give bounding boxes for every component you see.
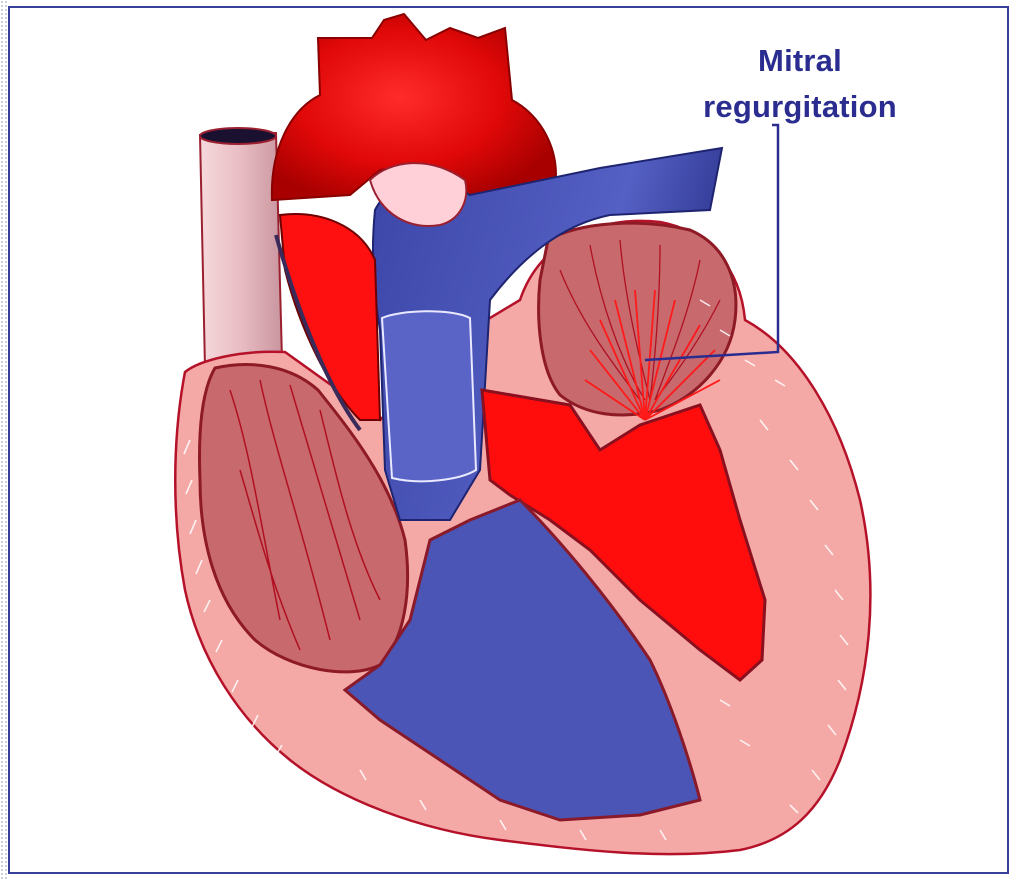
- label-line-2: regurgitation: [700, 84, 900, 130]
- mitral-regurgitation-label: Mitral regurgitation: [700, 38, 900, 130]
- superior-vena-cava: [200, 128, 282, 368]
- label-line-1: Mitral: [700, 38, 900, 84]
